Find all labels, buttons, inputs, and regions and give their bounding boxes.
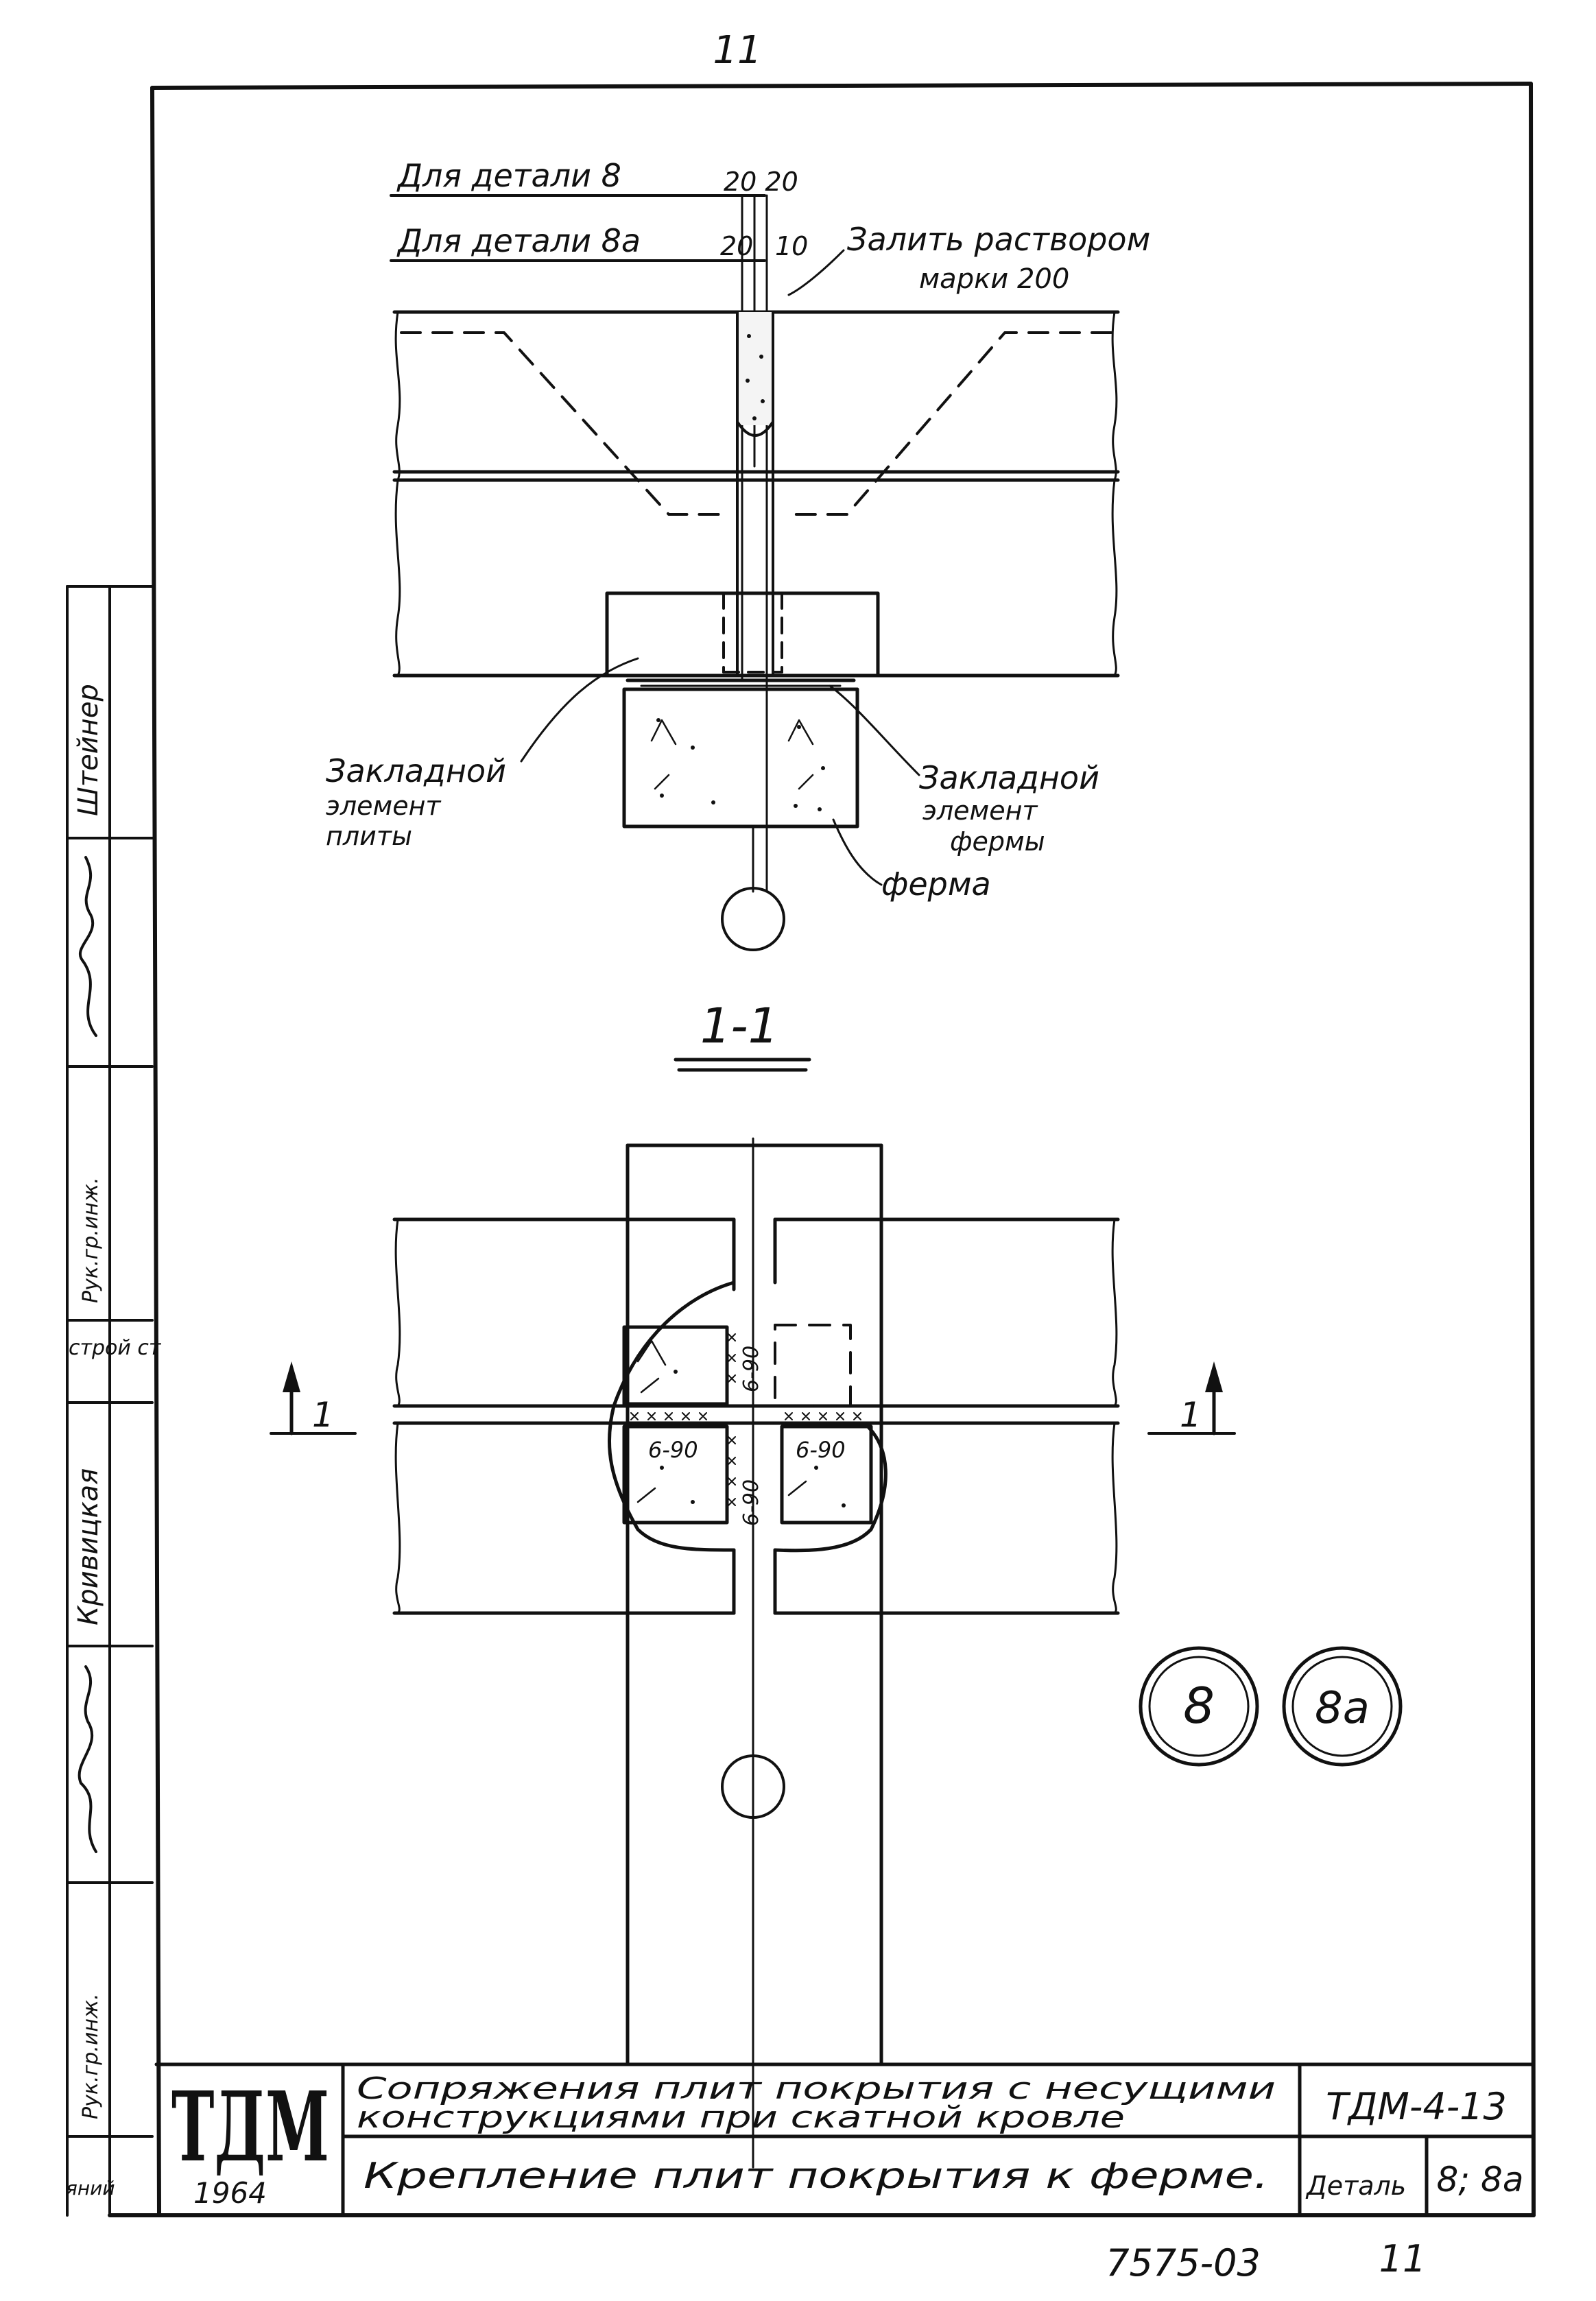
- signature-1: [79, 856, 97, 1037]
- side-org: строй ст: [69, 1336, 162, 1360]
- series-title-line2: конструкциями при скатной кровле: [357, 2100, 1125, 2135]
- plan-truss-node: [721, 1754, 785, 1819]
- weld-label-1: 6-90: [739, 1346, 763, 1392]
- truss-node: [721, 887, 785, 951]
- side-name-2: Кривицкая: [73, 1468, 104, 1625]
- weld-label-4: 6-90: [796, 1437, 846, 1463]
- series-title-line1: Сопряжения плит покрытия с несущими: [357, 2071, 1276, 2106]
- embed-truss-line3: фермы: [950, 826, 1045, 857]
- page-number: 11: [713, 28, 761, 73]
- side-stamp: Штейнер Рук.гр.инж. строй ст Кривицкая Р…: [66, 585, 162, 2217]
- side-role-1: Рук.гр.инж.: [79, 1177, 103, 1303]
- year: 1964: [193, 2176, 267, 2210]
- detail-marker-8a: 8а: [1315, 1683, 1370, 1734]
- embed-truss-line1: Закладной: [919, 759, 1099, 796]
- section-title: 1-1: [700, 998, 778, 1054]
- side-corner: яний: [66, 2177, 115, 2199]
- dim-detail-8: 20 20: [724, 167, 798, 197]
- cut-arrow-right: 1: [1147, 1361, 1236, 1435]
- embed-slab-line3: плиты: [326, 821, 412, 851]
- embed-truss-line2: элемент: [922, 796, 1038, 826]
- plan-embed-plates: [622, 1325, 873, 1525]
- dim-detail-8a-right: 10: [775, 231, 808, 261]
- truss-section: [622, 687, 859, 828]
- truss-embed: [622, 678, 859, 828]
- cutaway-outline: [607, 1280, 736, 1552]
- truss-label: ферма: [881, 866, 991, 903]
- cut-arrow-left: 1: [270, 1361, 357, 1435]
- dim-detail-8a-left: 20: [720, 231, 753, 261]
- note-detail-8a: Для детали 8а: [396, 222, 641, 259]
- weld-label-3: 6-90: [739, 1479, 763, 1526]
- side-role-2: Рук.гр.инж.: [79, 1993, 103, 2119]
- weld-label-2: 6-90: [648, 1437, 698, 1463]
- detail-markers: 8 8а: [1139, 1646, 1403, 1767]
- note-detail-8: Для детали 8: [396, 157, 621, 194]
- side-name-1: Штейнер: [73, 684, 104, 816]
- detail-label: Деталь: [1305, 2171, 1406, 2201]
- detail-marker-8: 8: [1183, 1677, 1215, 1734]
- footer-page: 11: [1379, 2237, 1427, 2280]
- logo: ТДМ: [171, 2071, 329, 2184]
- detail-value: 8; 8а: [1436, 2160, 1523, 2199]
- grout-note-line1: Залить раствором: [847, 221, 1150, 258]
- doc-code: ТДМ-4-13: [1326, 2085, 1507, 2128]
- embed-slab-line2: элемент: [326, 791, 442, 821]
- cut-label-right: 1: [1180, 1395, 1202, 1435]
- cut-label-left: 1: [312, 1395, 334, 1435]
- signature-2: [78, 1665, 97, 1853]
- footer-code: 7575-03: [1106, 2241, 1261, 2285]
- elevation-view: Для детали 8 20 20 Для детали 8а 20 10 З…: [326, 157, 1150, 951]
- sheet-title: Крепление плит покрытия к ферме.: [364, 2156, 1269, 2197]
- grout-note-line2: марки 200: [919, 263, 1069, 295]
- section-1-1: 1-1: [270, 998, 1236, 2169]
- title-block: ТДМ 1964 Сопряжения плит покрытия с несу…: [154, 2062, 1536, 2217]
- grout-joint: [736, 311, 774, 677]
- embed-slab-line1: Закладной: [326, 752, 506, 789]
- slab-embed-box: [605, 591, 880, 678]
- sheet-border: [108, 82, 1536, 2217]
